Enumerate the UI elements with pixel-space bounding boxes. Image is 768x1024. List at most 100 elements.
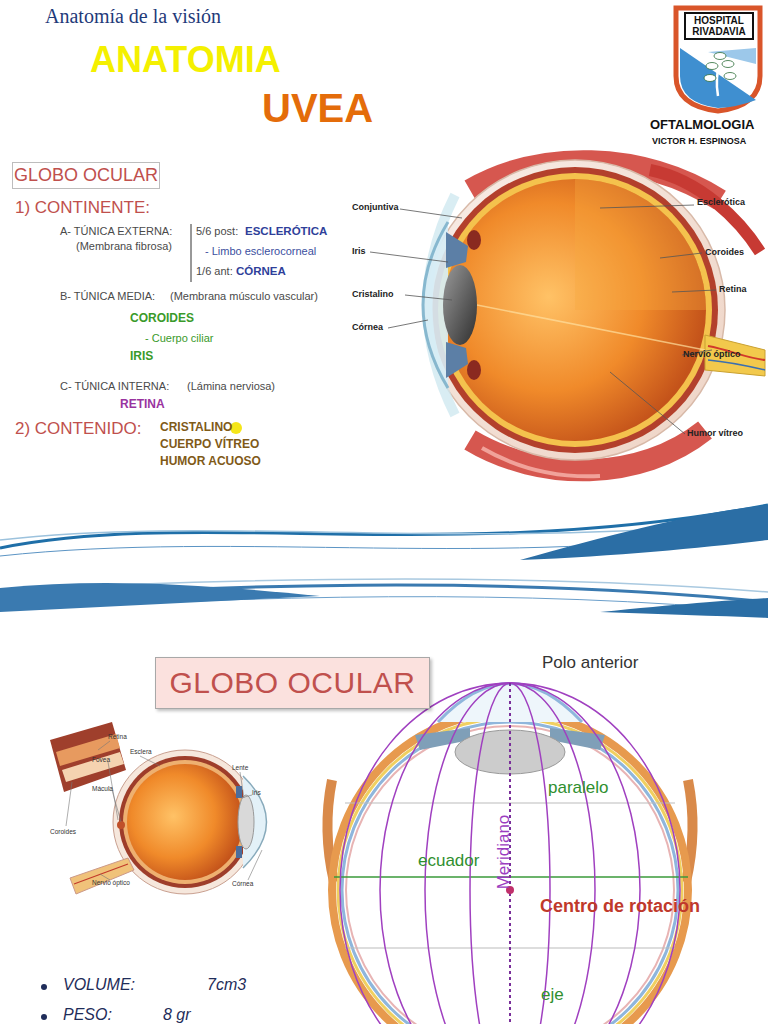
bracket-line-part [191, 224, 192, 282]
shield-field [680, 48, 756, 108]
department-name: OFTALMOLOGIA [650, 118, 754, 132]
term-text: CRISTALINO [160, 421, 232, 434]
leader-lines-part [370, 252, 448, 262]
globe-diagram-part [380, 683, 640, 1024]
term-text: CÓRNEA [236, 265, 286, 278]
small-eye-illustration-part [50, 722, 126, 792]
small-eye-illustration-part [127, 764, 243, 880]
part-label: Coroides [50, 828, 76, 835]
small-eye-illustration-part [236, 786, 242, 798]
leader-lines-part [241, 795, 252, 798]
plant-leaf [706, 63, 718, 70]
eye-illustration [423, 160, 765, 476]
term-text: COROIDES [130, 312, 194, 325]
part-label: Retina [719, 285, 747, 295]
eye-illustration-part [446, 232, 468, 268]
eye-illustration-part [443, 265, 477, 345]
small-eye-illustration-part [236, 846, 242, 858]
axis-label: Meridiano [495, 815, 514, 890]
body-text: A- TÚNICA EXTERNA: [60, 225, 172, 237]
part-label: Córnea [352, 323, 383, 333]
eye-illustration-part [708, 360, 765, 370]
part-label: Córnea [232, 880, 253, 887]
leader-lines [370, 205, 716, 434]
shield-outline [676, 8, 760, 111]
eye-illustration-part [444, 179, 706, 441]
eye-illustration-part [467, 230, 481, 250]
leader-lines-part [610, 372, 685, 434]
eye-illustration-part [467, 360, 481, 380]
leader-lines-part [600, 205, 694, 208]
part-label: Humor vítreo [687, 429, 743, 439]
plant-leaf [704, 75, 716, 82]
term-text: RETINA [120, 398, 165, 411]
axis-label: paralelo [548, 779, 609, 798]
body-text: 1/6 ant: [196, 265, 233, 277]
part-label: Lente [232, 764, 248, 771]
body-text: B- TÚNICA MEDIA: [60, 290, 155, 302]
section-heading: 2) CONTENIDO: [15, 420, 142, 439]
axis-label: Centro de rotación [540, 897, 700, 917]
term-text: HUMOR ACUOSO [160, 455, 261, 468]
term-text: CUERPO VÍTREO [160, 438, 259, 451]
part-label: Esclerótica [697, 198, 745, 208]
leader-lines-part [98, 741, 110, 750]
heading-box: GLOBO OCULAR [12, 162, 160, 189]
leader-lines-part [400, 209, 462, 218]
part-label: Fovea [92, 756, 110, 763]
term-text: IRIS [130, 350, 153, 363]
term-text: - Limbo esclerocorneal [205, 245, 316, 257]
measure-value: 8 gr [163, 1006, 191, 1024]
leader-lines-part [112, 790, 121, 822]
axis-label: eje [541, 986, 564, 1005]
axis-label: Polo anterior [542, 654, 638, 673]
eye-illustration-part [432, 167, 718, 453]
plant-leaf [722, 61, 734, 68]
small-eye-illustration-part [70, 858, 134, 894]
part-label: Iris [252, 789, 261, 796]
body-text: (Membrana fibrosa) [76, 240, 172, 252]
heading-text: UVEA [262, 86, 373, 130]
leader-lines-part [388, 320, 428, 328]
part-label: Esclera [130, 748, 152, 755]
leader-lines-part [66, 782, 72, 826]
part-label: Nervio óptico [683, 350, 741, 360]
leader-lines-part [140, 756, 160, 766]
leader-lines-part [240, 772, 244, 798]
part-label: Retina [108, 733, 127, 740]
heading-box: GLOBO OCULAR [155, 657, 430, 709]
eye-illustration-part [446, 342, 468, 378]
eye-illustration-part [477, 305, 705, 350]
globe-diagram [327, 683, 692, 1024]
part-label: Nervio óptico [92, 879, 130, 886]
box-text: GLOBO OCULAR [14, 165, 158, 186]
eye-illustration-part [575, 179, 706, 310]
wave-decoration-part [0, 583, 320, 612]
leader-lines-part [660, 253, 702, 258]
globe-diagram-part [340, 683, 680, 1024]
part-label: Mácula [92, 785, 113, 792]
eye-illustration-part [425, 160, 725, 460]
eye-illustration-part [438, 173, 712, 447]
term-text: - Cuerpo ciliar [145, 332, 213, 344]
heading-text: ANATOMIA [90, 40, 281, 80]
body-text: 5/6 post: [196, 225, 238, 237]
small-eye-illustration [50, 722, 267, 894]
plant-leaf [714, 53, 726, 60]
wave-decoration [0, 505, 768, 618]
hospital-logo: HOSPITAL RIVADAVIA [672, 4, 764, 114]
bullet-dot [41, 984, 47, 1020]
leader-lines [66, 741, 262, 880]
plant-leaf [724, 73, 736, 80]
body-text: (Lámina nerviosa) [187, 380, 275, 392]
small-eye-illustration-part [119, 756, 251, 888]
wave-decoration-part [600, 598, 768, 618]
leader-lines-part [405, 295, 452, 300]
small-eye-illustration-part [62, 752, 124, 782]
section-heading: 1) CONTINENTE: [15, 199, 150, 218]
leader-lines-part [248, 850, 262, 880]
author-name: VICTOR H. ESPINOSA [652, 137, 746, 147]
measure-label: VOLUME: [63, 976, 135, 994]
